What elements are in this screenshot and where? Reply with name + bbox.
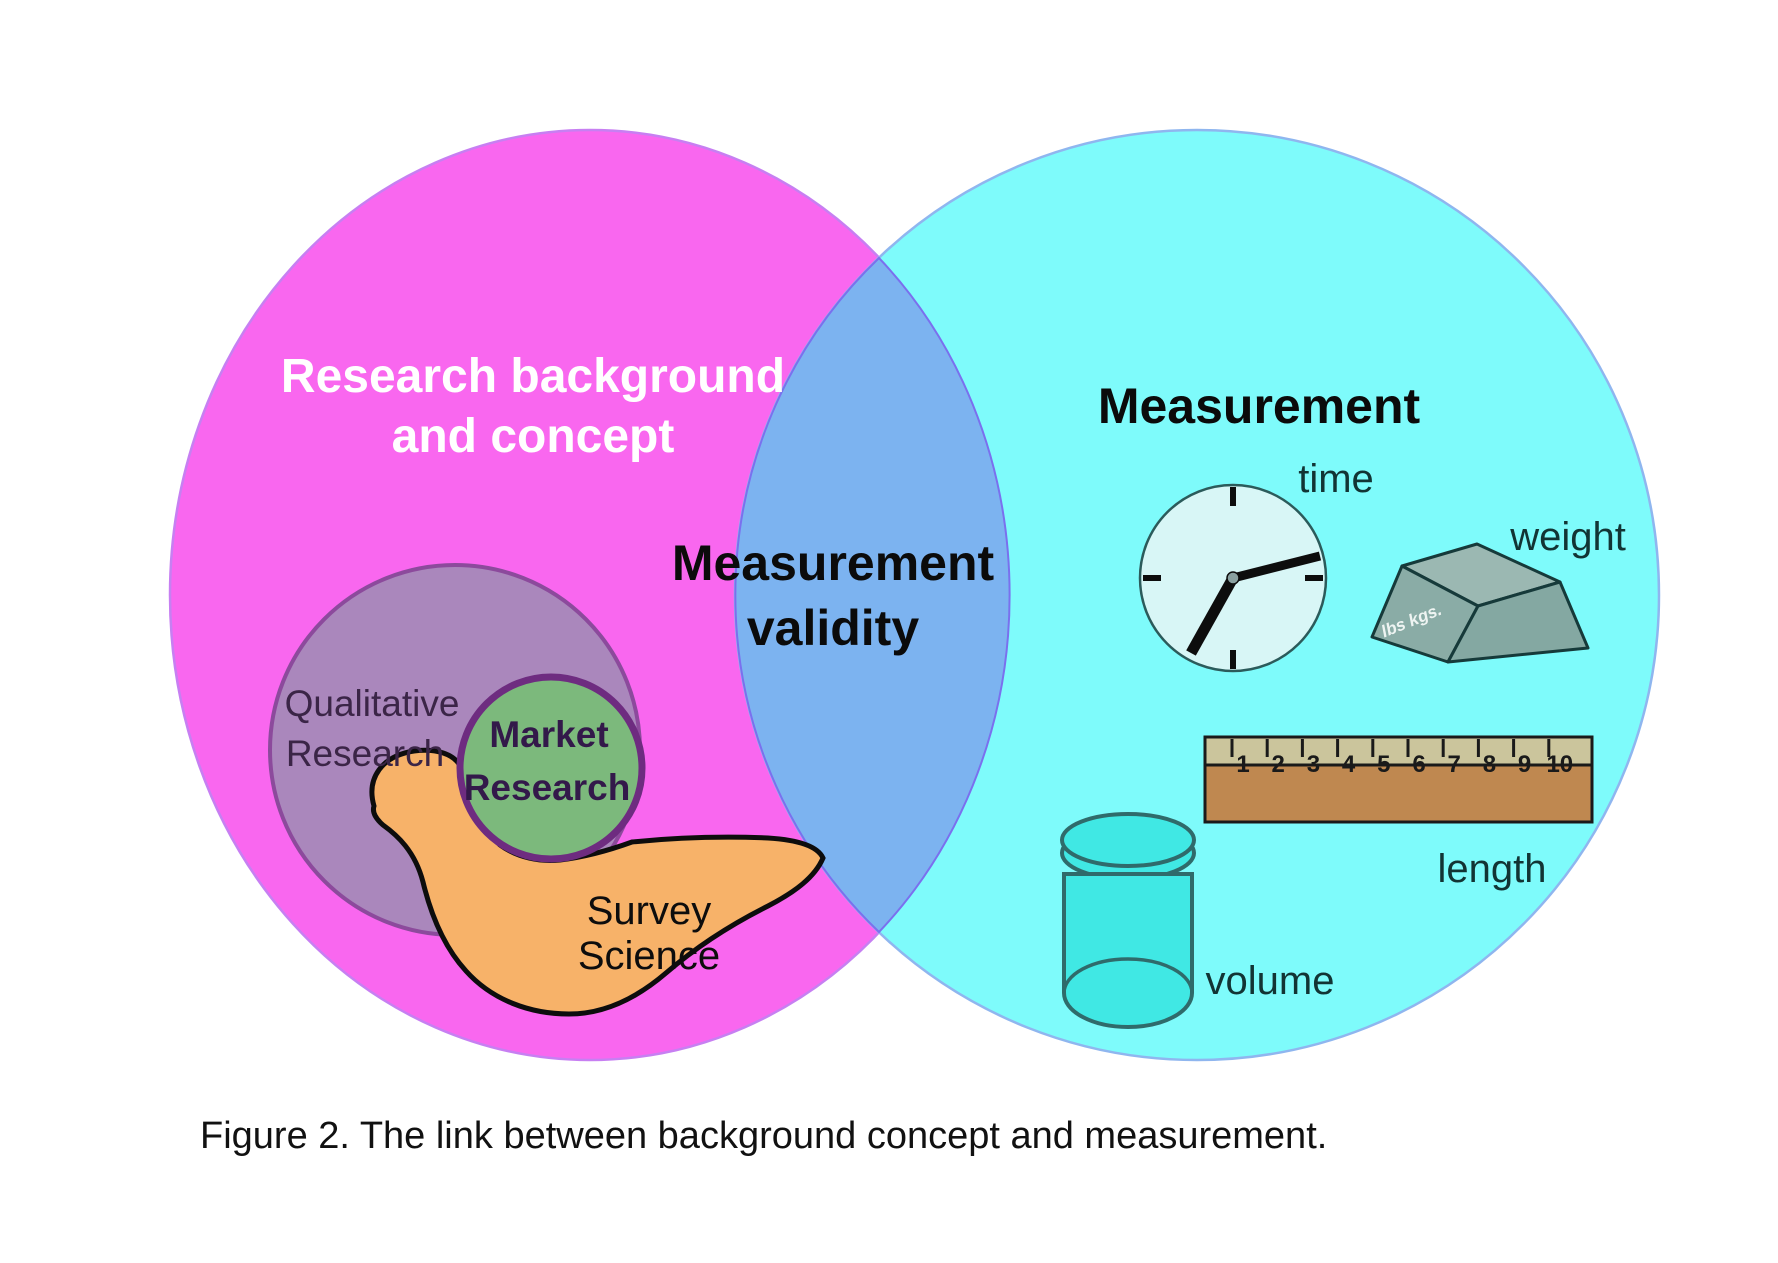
- weight-icon: lbs kgs.: [1370, 542, 1590, 664]
- ruler-number: 1: [1236, 751, 1249, 778]
- jar-body: [1062, 872, 1194, 1029]
- volume-label: volume: [1206, 959, 1335, 1003]
- ruler-scale-strip: [1203, 735, 1594, 767]
- market-research-circle: [456, 673, 646, 863]
- ruler-number: 5: [1377, 751, 1390, 778]
- ruler-number: 10: [1546, 751, 1573, 778]
- figure-caption: Figure 2. The link between background co…: [200, 1115, 1327, 1157]
- ruler-number: 8: [1483, 751, 1496, 778]
- weight-label: weight: [1509, 515, 1626, 559]
- left-circle-title-line2: and concept: [392, 410, 675, 463]
- qualitative-label-line1: Qualitative: [285, 683, 460, 724]
- ruler-number: 6: [1412, 751, 1425, 778]
- length-label: length: [1438, 847, 1547, 891]
- jar-icon: [1060, 812, 1196, 1029]
- clock-center-dot: [1226, 571, 1240, 585]
- clock-icon: [1138, 483, 1328, 673]
- overlap-label-line2: validity: [747, 600, 919, 656]
- ruler-number: 2: [1272, 751, 1285, 778]
- market-label-line2: Research: [464, 767, 631, 808]
- survey-label-line1: Survey: [587, 889, 712, 933]
- overlap-label-line1: Measurement: [672, 535, 995, 591]
- weight-front-face: [1446, 580, 1590, 664]
- market-label-line1: Market: [489, 714, 608, 755]
- clock-hour-hand: [1186, 575, 1238, 656]
- ruler-number: 4: [1342, 751, 1356, 778]
- ruler-number: 9: [1518, 751, 1531, 778]
- ruler-number: 3: [1307, 751, 1320, 778]
- time-label: time: [1298, 457, 1374, 501]
- clock-minute-hand: [1231, 551, 1322, 583]
- overlap-lens: [734, 256, 1011, 934]
- right-circle-title: Measurement: [1098, 378, 1421, 434]
- survey-label-line2: Science: [578, 934, 720, 978]
- left-circle-title-line1: Research background: [281, 350, 785, 403]
- qualitative-label-line2: Research: [286, 733, 444, 774]
- ruler-number: 7: [1448, 751, 1461, 778]
- jar-lid-upper-ring: [1060, 812, 1196, 868]
- jar-bottom-arc: [1062, 957, 1194, 994]
